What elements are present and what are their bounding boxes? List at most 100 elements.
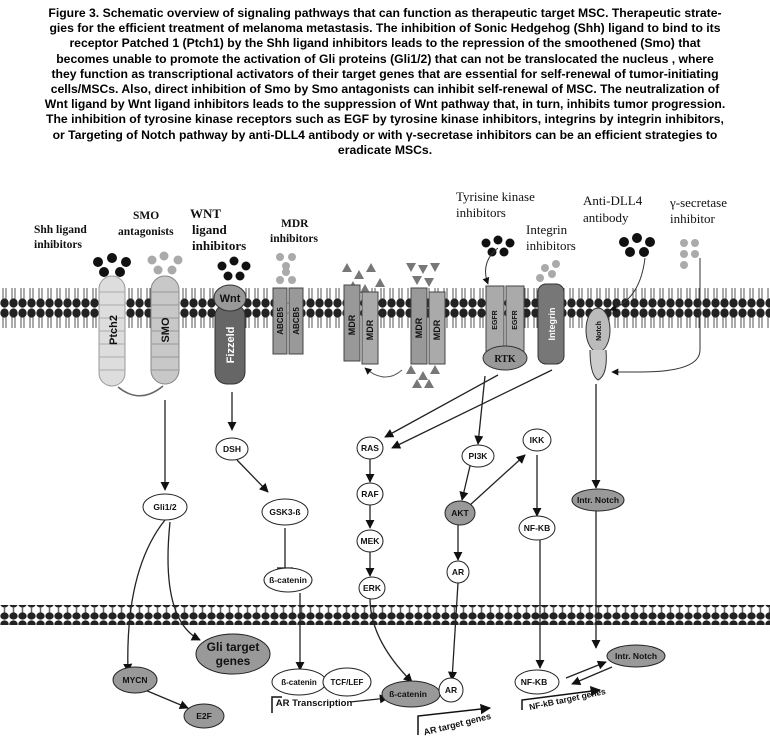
integrin-label: Integrin [526,222,568,237]
ar-transcription-text: AR Transcription [276,698,353,709]
dll4-arrow [609,257,646,312]
svg-text:Intr. Notch: Intr. Notch [615,651,657,661]
svg-text:ß-catenin: ß-catenin [281,678,317,687]
svg-text:Intr. Notch: Intr. Notch [577,495,619,505]
frizzled-text: Fizzeld [225,327,237,364]
mdr-text: MDR [347,314,357,335]
wnt-frizzled-receptor: Wnt Fizzeld [213,284,247,385]
smo-label: SMO [133,210,159,222]
mdr-transporter-right: MDR MDR [410,287,446,365]
caption-line: gies for the efficient treatment of mela… [49,21,721,36]
svg-text:ß-catenin: ß-catenin [389,689,427,699]
plasma-membrane [0,287,770,331]
cytoplasm-arrows [123,369,613,710]
nuclear-membrane [0,605,770,625]
notch-text: Notch [596,321,603,341]
svg-text:ERK: ERK [363,583,382,593]
mdr-transporter-left: MDR MDR [343,284,379,365]
integrin-text: Integrin [547,308,557,341]
gsecretase-label: γ-secretase [669,195,727,210]
inhibitor-labels: Shh ligand inhibitors SMO antagonists WN… [34,206,318,253]
mdr-efflux-arrow [364,367,403,378]
abcb5-transporter: ABCB5 ABCB5 [272,287,304,355]
svg-text:RAF: RAF [361,489,378,499]
caption-line: Wnt ligand by Wnt ligand inhibitors lead… [44,97,726,112]
shh-label: Shh ligand [34,224,87,236]
integrin-inhibitor-dots [536,260,560,282]
shh-label: inhibitors [34,239,82,251]
nuclear-nodes: MYCN E2F Gli target genes ß-catenin TCF/… [112,633,666,737]
svg-text:DSH: DSH [223,444,241,454]
svg-text:NF-KB: NF-KB [521,677,547,687]
pi3k-node: PI3K [461,444,495,468]
shh-inhibitor-dots [93,253,131,277]
tk-inhibitor-arrow [482,247,499,285]
ras-node: RAS [356,436,384,460]
gsecretase-inhibitor-dots [680,239,699,269]
gli-node: Gli1/2 [142,493,188,521]
mdr-text: MDR [432,319,442,340]
tk-label: inhibitors [456,205,506,220]
akt-node: AKT [444,500,476,526]
gsk3b-node: GSK3-ß [261,498,309,526]
svg-text:TCF/LEF: TCF/LEF [331,678,364,687]
abcb5-text: ABCB5 [276,307,285,335]
beta-catenin-nuclear-node: ß-catenin [271,668,327,696]
ar-nuclear-node: AR [438,677,464,703]
inhibitor-labels-right: Tyrisine kinase inhibitors Integrin inhi… [456,189,727,253]
intr-notch-node: Intr. Notch [571,488,625,512]
ptch2-receptor: Ptch2 [98,275,126,387]
mek-node: MEK [356,529,384,553]
svg-text:MEK: MEK [361,536,381,546]
e2f-node: E2F [183,703,225,729]
cytoplasm-nodes: Gli1/2 DSH GSK3-ß ß-catenin RAS RAF MEK … [142,428,625,600]
svg-text:Gli target: Gli target [207,640,260,654]
ar-node: AR [446,560,470,584]
caption-line: eradicate MSCs. [337,142,433,157]
mdr-label: inhibitors [270,233,318,245]
caption-line: they function as transcriptional activat… [51,66,719,81]
notch-receptor: Notch [585,307,611,381]
svg-text:Gli1/2: Gli1/2 [153,502,176,512]
wnt-label: inhibitors [192,238,246,253]
smo-text: SMO [160,317,172,343]
gene-promoter-marks [271,685,602,735]
svg-text:GSK3-ß: GSK3-ß [269,507,300,517]
svg-text:IKK: IKK [530,435,546,445]
caption-line: or Targeting of Notch pathway by anti-DL… [52,127,718,142]
mdr-inhibitor-dots [276,253,296,284]
mdr-label: MDR [281,218,309,230]
svg-text:AKT: AKT [451,508,469,518]
mdr-text: MDR [414,317,424,338]
gli-target-genes-node: Gli target genes [195,633,271,675]
wnt-label: WNT [190,206,221,221]
svg-text:genes: genes [216,654,251,668]
rtk-text: RTK [494,354,516,365]
dll4-label: antibody [583,210,629,225]
ptch-smo-link [117,385,164,397]
svg-text:PI3K: PI3K [469,451,489,461]
svg-text:RAS: RAS [361,443,379,453]
wnt-text: Wnt [220,293,241,305]
caption-line: cells/MSCs. Also, direct inhibition of S… [50,82,720,97]
figure-caption: Figure 3. Schematic overview of signalin… [0,6,770,158]
tk-inhibitor-dots [481,235,515,257]
dsh-node: DSH [215,437,249,461]
egfr-text: EGFR [512,310,519,329]
gsecretase-label: inhibitor [670,211,715,226]
caption-line: Figure 3. Schematic overview of signalin… [48,6,722,20]
smo-receptor: SMO [150,275,180,385]
mdr-text: MDR [365,319,375,340]
intr-notch-nuclear-node: Intr. Notch [606,644,666,668]
egfr-rtk-receptor: EGFR EGFR RTK [482,285,528,371]
erk-node: ERK [358,576,386,600]
caption-line: receptor Patched 1 (Ptch1) by the Shh li… [69,36,701,51]
ptch2-text: Ptch2 [108,315,120,345]
abcb5-text: ABCB5 [292,307,301,335]
integrin-receptor: Integrin [537,283,565,365]
smo-antagonist-dots [147,251,183,275]
dll4-label: Anti-DLL4 [583,193,643,208]
svg-text:NF-KB: NF-KB [524,523,550,533]
tcf-lef-node: TCF/LEF [322,667,372,697]
